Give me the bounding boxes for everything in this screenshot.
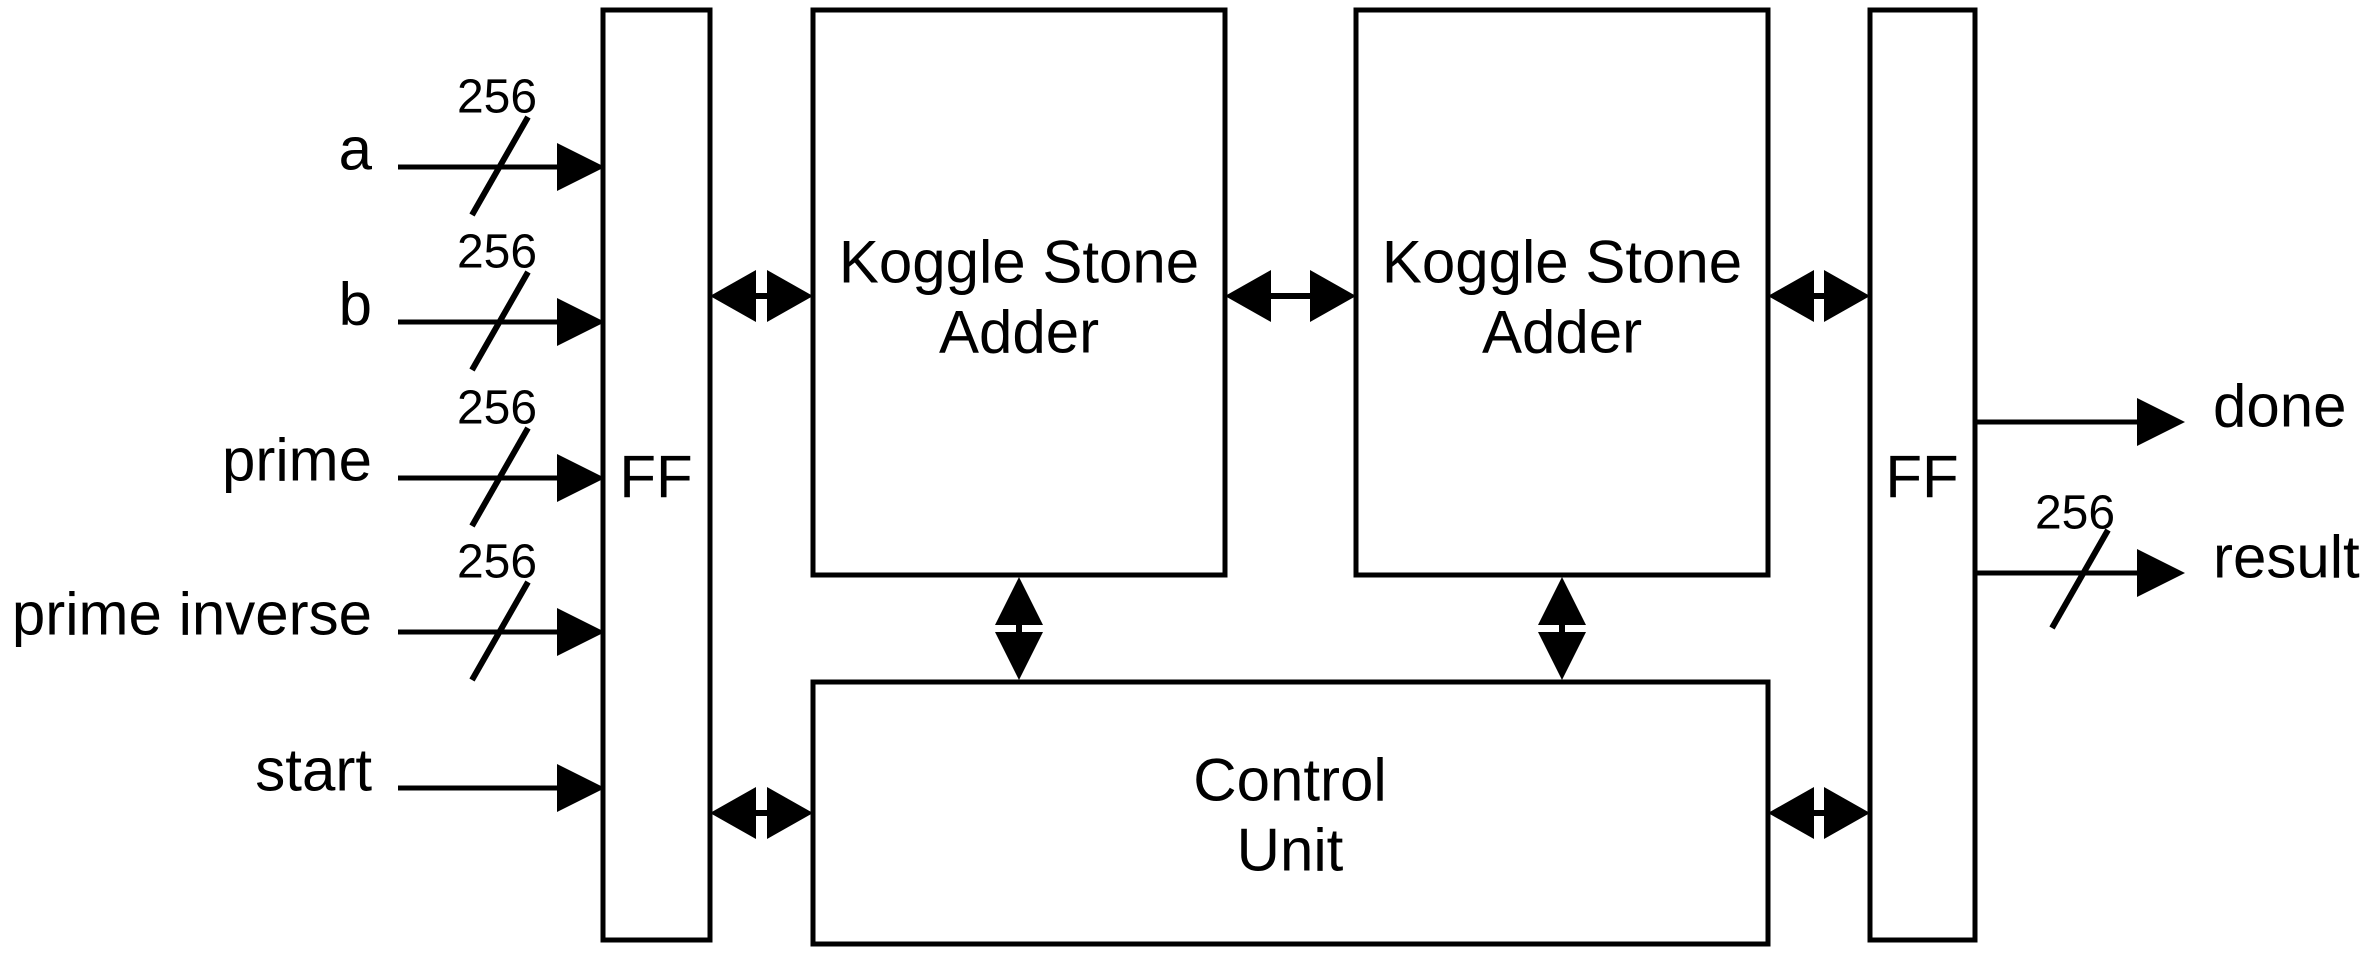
bus-slash-prime-inverse <box>469 580 531 682</box>
bidir-arrowhead-right-adder1-adder2 <box>1310 270 1356 322</box>
bus-width-label-result: 256 <box>2035 487 2115 540</box>
input-label-prime-inverse: prime inverse <box>12 581 372 648</box>
bidir-arrowhead-right-ffleft-adder1 <box>767 270 813 322</box>
output-arrowhead-done <box>2137 398 2185 446</box>
bus-width-label-a: 256 <box>457 71 537 124</box>
bidir-arrowhead-right-control-ffright <box>1824 787 1870 839</box>
bidir-arrowhead-right-ffleft-control <box>767 787 813 839</box>
bidir-arrowhead-down-adder2-control <box>1538 632 1586 680</box>
control-unit-label: Unit <box>1237 817 1344 884</box>
output-label-result: result <box>2213 524 2360 591</box>
bus-slash-a <box>469 115 531 217</box>
adder-2-label: Koggle Stone <box>1382 229 1742 296</box>
bidir-arrowhead-left-adder2-ffright <box>1768 270 1814 322</box>
ff-left-label: FF <box>619 444 692 511</box>
input-arrowhead-b <box>557 298 605 346</box>
bus-width-label-b: 256 <box>457 226 537 279</box>
control-unit-label: Control <box>1193 747 1386 814</box>
bidir-arrowhead-left-ffleft-control <box>710 787 756 839</box>
input-arrowhead-a <box>557 143 605 191</box>
input-arrowhead-start <box>557 764 605 812</box>
input-arrowhead-prime <box>557 454 605 502</box>
output-arrowhead-result <box>2137 549 2185 597</box>
input-label-prime: prime <box>222 427 372 494</box>
bidir-arrowhead-right-adder2-ffright <box>1824 270 1870 322</box>
adder-1-label: Koggle Stone <box>839 229 1199 296</box>
input-label-b: b <box>339 271 372 338</box>
adder-1-label: Adder <box>939 299 1099 366</box>
adder-1-box <box>810 7 1228 578</box>
input-label-a: a <box>339 116 373 183</box>
bidir-arrowhead-up-adder2-control <box>1538 577 1586 625</box>
bidir-arrowhead-left-adder1-adder2 <box>1225 270 1271 322</box>
bus-slash-result <box>2049 528 2111 630</box>
ff-right-box <box>1867 7 1978 943</box>
adder-2-box <box>1353 7 1771 578</box>
bus-slash-prime <box>469 426 531 528</box>
ff-left-box <box>600 7 713 943</box>
control-unit-box <box>810 679 1771 947</box>
bidir-arrowhead-left-control-ffright <box>1768 787 1814 839</box>
output-label-done: done <box>2213 373 2346 440</box>
bus-width-label-prime-inverse: 256 <box>457 536 537 589</box>
bidir-arrowhead-left-ffleft-adder1 <box>710 270 756 322</box>
bus-slash-b <box>469 270 531 372</box>
adder-2-label: Adder <box>1482 299 1642 366</box>
bus-width-label-prime: 256 <box>457 382 537 435</box>
bidir-arrowhead-down-adder1-control <box>995 632 1043 680</box>
input-arrowhead-prime-inverse <box>557 608 605 656</box>
ff-right-label: FF <box>1885 444 1958 511</box>
bidir-arrowhead-up-adder1-control <box>995 577 1043 625</box>
input-label-start: start <box>255 737 372 804</box>
